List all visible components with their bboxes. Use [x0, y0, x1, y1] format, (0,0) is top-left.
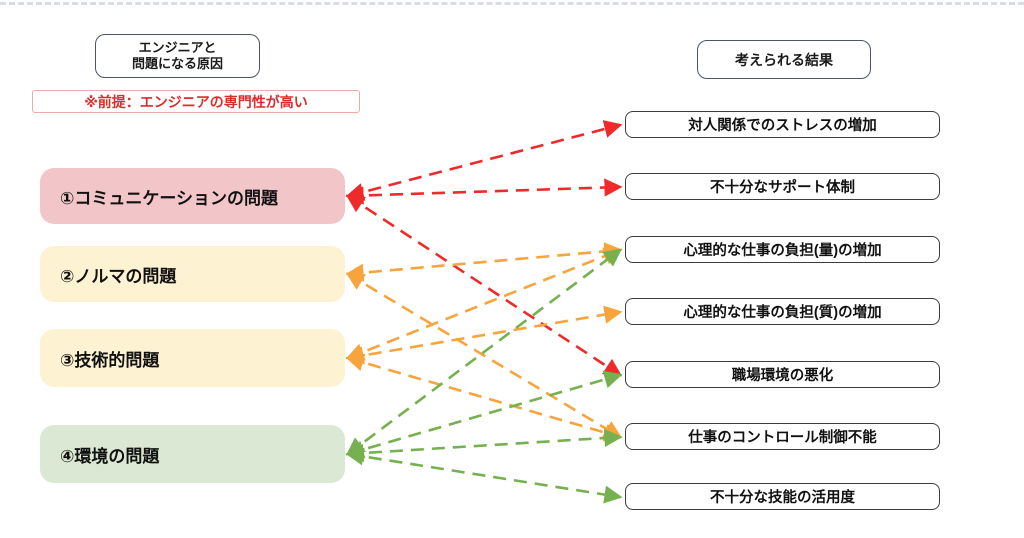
result-box-7: 不十分な技能の活用度	[625, 483, 940, 510]
cause-box-2: ②ノルマの問題	[40, 246, 345, 302]
results-header: 考えられる結果	[697, 40, 871, 79]
arrow-cause1-to-result2	[345, 178, 623, 205]
causes-header-line2: 問題になる原因	[131, 56, 223, 71]
cause-box-3: ③技術的問題	[40, 329, 345, 387]
arrow-cause1-to-result5	[345, 194, 623, 377]
result-box-1: 対人関係でのストレスの増加	[625, 111, 940, 138]
causes-header: エンジニアと 問題になる原因	[95, 34, 260, 78]
arrow-cause3-to-result4	[345, 305, 623, 365]
arrow-cause4-to-result6	[345, 428, 623, 463]
arrow-cause2-to-result3	[345, 242, 623, 282]
arrow-cause3-to-result3	[345, 247, 623, 361]
result-box-5: 職場環境の悪化	[625, 361, 940, 388]
arrow-cause4-to-result7	[345, 447, 623, 504]
cause-box-1: ①コミュニケーションの問題	[40, 168, 345, 224]
arrow-cause4-to-result3	[345, 248, 623, 456]
result-box-4: 心理的な仕事の負担(質)の増加	[625, 298, 940, 325]
causes-header-line1: エンジニアと	[138, 39, 217, 55]
arrow-cause4-to-result5	[345, 370, 623, 459]
arrow-cause2-to-result6	[345, 272, 623, 439]
result-box-2: 不十分なサポート体制	[625, 173, 940, 200]
premise-note: ※前提：エンジニアの専門性が高い	[32, 90, 360, 113]
cause-box-4: ④環境の問題	[40, 425, 345, 483]
result-box-3: 心理的な仕事の負担(量)の増加	[625, 236, 940, 263]
results-header-label: 考えられる結果	[735, 51, 833, 68]
page-top-dashed-divider	[0, 2, 1024, 5]
arrow-cause1-to-result1	[345, 120, 623, 201]
premise-note-label: ※前提：エンジニアの専門性が高い	[84, 93, 308, 110]
arrow-cause3-to-result6	[345, 353, 623, 442]
result-box-6: 仕事のコントロール制御不能	[625, 423, 940, 450]
